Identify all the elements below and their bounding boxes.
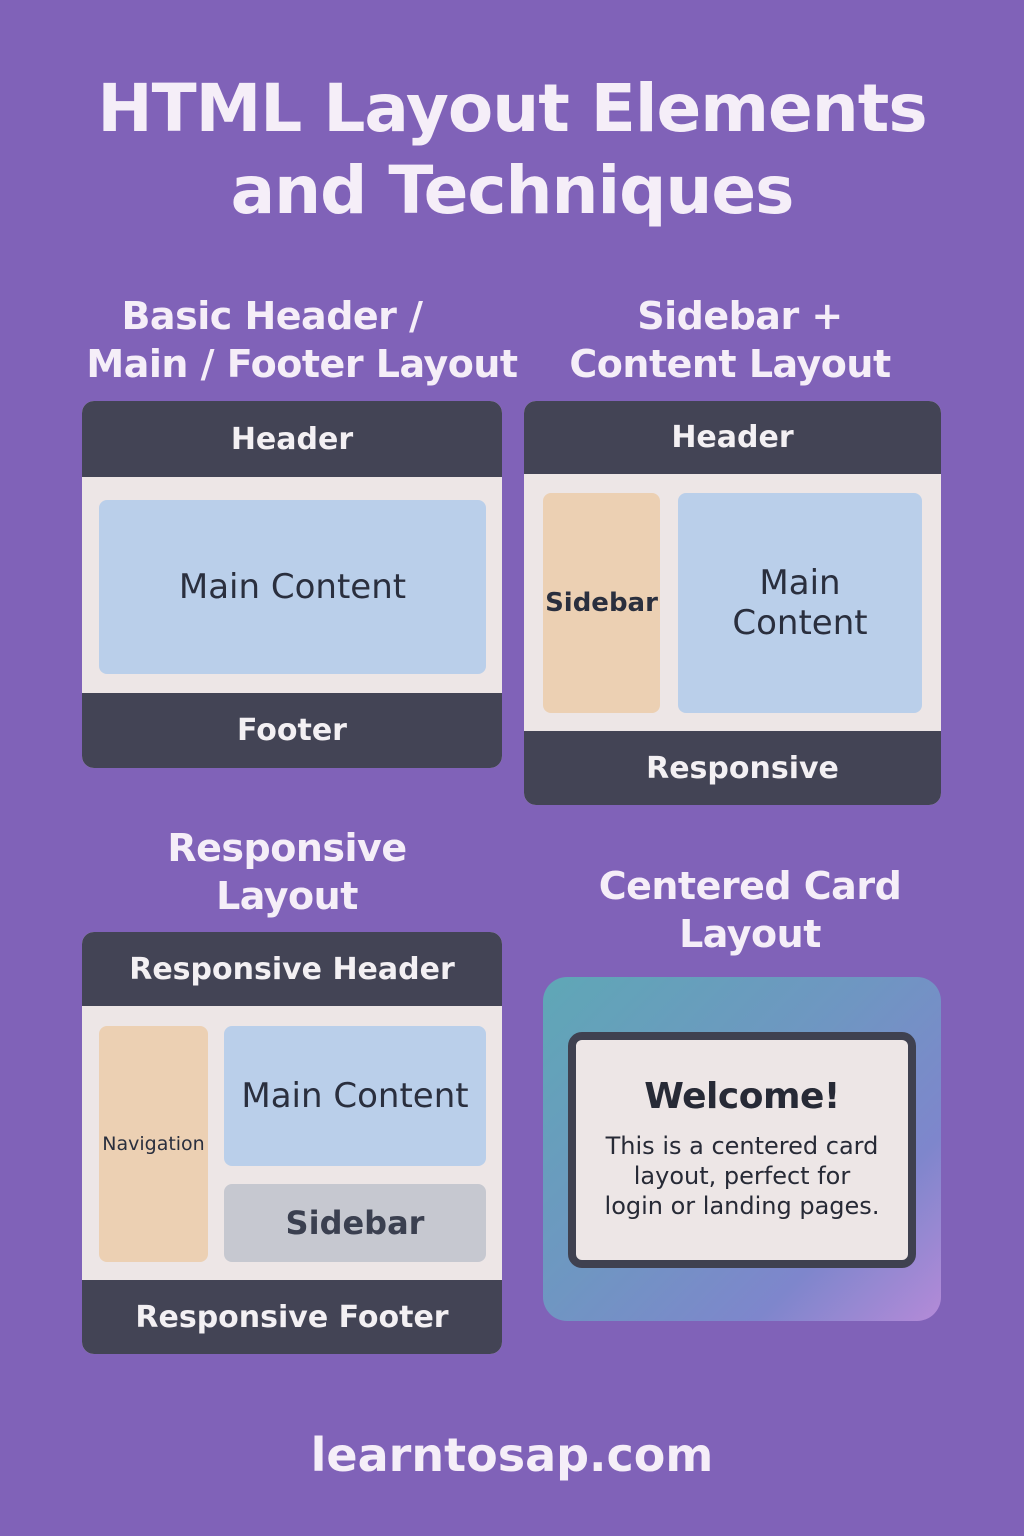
responsive-title-line-2: Layout (216, 874, 358, 918)
site-url: learntosap.com (310, 1428, 714, 1482)
title-line-2: and Techniques (230, 152, 795, 229)
card-layout-title: Centered Card Layout (550, 862, 950, 958)
sidebar-layout-title: Sidebar + Content Layout (540, 292, 920, 388)
card-heading: Welcome! (644, 1076, 840, 1117)
sidebar-layout-sidebar: Sidebar (543, 493, 660, 713)
basic-title-line-1: Basic Header / (121, 294, 423, 338)
responsive-sidebar: Sidebar (224, 1184, 486, 1262)
sidebar-main-line-2: Content (732, 603, 868, 643)
card-text-line-3: login or landing pages. (604, 1192, 880, 1220)
sidebar-layout-diagram: Header Sidebar Main Content Responsive (524, 401, 941, 805)
page-title: HTML Layout Elements and Techniques (0, 68, 1024, 232)
title-line-1: HTML Layout Elements (97, 70, 927, 147)
basic-footer: Footer (82, 693, 502, 768)
card-text: This is a centered card layout, perfect … (576, 1131, 908, 1221)
basic-layout-diagram: Header Main Content Footer (82, 401, 502, 768)
responsive-footer: Responsive Footer (82, 1280, 502, 1354)
responsive-title-line-1: Responsive (167, 826, 407, 870)
card-title-line-2: Layout (679, 912, 821, 956)
responsive-header: Responsive Header (82, 932, 502, 1006)
basic-main-content: Main Content (99, 500, 486, 674)
sidebar-title-line-2: Content Layout (569, 342, 891, 386)
basic-layout-title: Basic Header / Main / Footer Layout (82, 292, 522, 388)
sidebar-title-line-1: Sidebar + (637, 294, 843, 338)
responsive-navigation: Navigation (99, 1026, 208, 1262)
responsive-main-content: Main Content (224, 1026, 486, 1166)
responsive-layout-title: Responsive Layout (82, 824, 492, 920)
centered-card: Welcome! This is a centered card layout,… (568, 1032, 916, 1268)
sidebar-layout-header: Header (524, 401, 941, 474)
basic-title-line-2: Main / Footer Layout (86, 342, 518, 386)
basic-header: Header (82, 401, 502, 477)
responsive-layout-diagram: Responsive Header Navigation Main Conten… (82, 932, 502, 1354)
card-title-line-1: Centered Card (598, 864, 902, 908)
card-text-line-1: This is a centered card (605, 1132, 879, 1160)
sidebar-main-line-1: Main (759, 563, 841, 603)
card-text-line-2: layout, perfect for (633, 1162, 851, 1190)
sidebar-layout-footer: Responsive (524, 731, 941, 805)
sidebar-layout-main-content: Main Content (678, 493, 922, 713)
